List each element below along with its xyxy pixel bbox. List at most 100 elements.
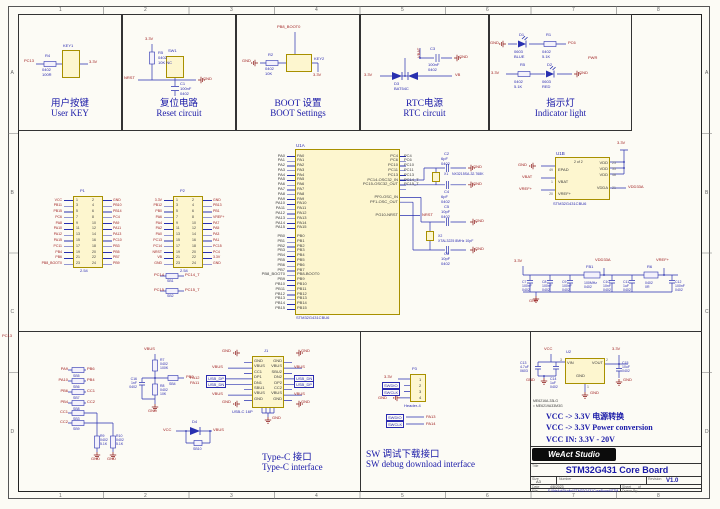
component-refdes: R5 xyxy=(158,50,164,55)
power-label: VBUS xyxy=(213,426,224,432)
power-label: VBUS xyxy=(212,390,223,396)
mcu-osc-pins: PF0-OSC_IN PF1-OSC_OUT xyxy=(369,194,398,204)
component-value: 0402 5.1K xyxy=(542,49,551,59)
block-caption-en: RTC circuit xyxy=(403,108,446,118)
grid-ref: 7 xyxy=(572,6,575,13)
component-value: 2.54 xyxy=(80,268,88,273)
grid-ref: B xyxy=(705,190,709,196)
block-caption-en: Reset circuit xyxy=(156,108,202,118)
gnd-label: GND xyxy=(473,164,482,169)
grid-ref: 6 xyxy=(486,493,489,499)
component-value: C12 100nF 0402 xyxy=(675,280,685,293)
component-refdes: C3 xyxy=(430,46,436,51)
mcu-right-nets: PC4 PC6 PC10 PC11 PC13 PC14_T PC15_T xyxy=(404,152,419,187)
component-refdes: D4 xyxy=(192,419,198,424)
pin-numbers: 2 4 6 8 10 12 14 16 18 20 22 24 xyxy=(92,197,96,266)
gnd-label: GND xyxy=(107,456,116,461)
power-label: VBUS xyxy=(212,363,223,369)
component-value: 0402 5.1K xyxy=(514,79,523,89)
sw1-button-body xyxy=(166,56,184,78)
grid-ref: D xyxy=(705,429,709,435)
component-refdes: C2 xyxy=(444,151,450,156)
brand-name: WeAct Studio xyxy=(548,450,600,459)
component-refdes: SB9 xyxy=(73,426,80,431)
net-label: PC6 xyxy=(568,40,576,45)
grid-ref: 3 xyxy=(230,6,233,13)
component-value: C13 4.7uF 0603 xyxy=(520,361,529,374)
pin-numbers: 49 1 20 xyxy=(549,168,553,196)
revision: V1.0 xyxy=(666,478,679,484)
gnd-label: GND xyxy=(473,181,482,186)
block-reset-frame xyxy=(122,14,236,131)
net-label: PA13 xyxy=(426,413,436,419)
component-value: 0402 0R xyxy=(645,281,653,290)
net-label: VDD33A xyxy=(595,257,611,262)
block-user-key-frame xyxy=(18,14,122,131)
p1-pin-stubs xyxy=(64,199,73,269)
pin-numbers: 1 3 5 7 9 11 13 15 17 19 21 23 xyxy=(176,197,180,266)
net-label: PB6 xyxy=(87,366,95,371)
net-label: PA14 xyxy=(426,420,436,426)
component-refdes: C4 xyxy=(444,189,450,194)
power-label: VBUS xyxy=(144,346,155,351)
port-label: SWCLK xyxy=(382,388,401,396)
pin-label: VOUT xyxy=(591,360,603,365)
power-label: 3.3V xyxy=(514,258,523,263)
tb-line xyxy=(530,463,702,464)
net-label: PB4 xyxy=(60,399,68,404)
component-value: R10 0402 5.1K xyxy=(116,434,124,447)
component-value: R7 0402 100K xyxy=(160,358,169,371)
component-value: 0603 RED xyxy=(542,79,551,89)
block-rtc-frame xyxy=(360,14,489,131)
component-refdes: SB7 xyxy=(73,395,80,400)
divider xyxy=(360,331,361,492)
component-refdes: D3 xyxy=(394,81,400,86)
sheet-outer-border xyxy=(8,6,710,499)
net-label: PC14_T xyxy=(185,271,200,277)
pin-label: VIN xyxy=(567,360,574,365)
net-label: PB4 xyxy=(87,377,95,382)
mcu-left-nets-pa: PA0 PA1 PA2 PA3 PA4 PA5 PA6 PA7 PA8 PA9 … xyxy=(275,152,286,230)
component-value: C14 1uF 0402 xyxy=(550,377,558,390)
pin-labels: EPAD VBAT VREF+ xyxy=(558,166,572,196)
component-refdes: C1 xyxy=(180,81,186,86)
component-refdes: SB4 xyxy=(169,381,176,386)
p2-pin-stubs xyxy=(164,199,173,269)
gnd-label: GND xyxy=(222,348,231,353)
net-label: PC15_T xyxy=(185,286,200,292)
gnd-label: GND xyxy=(459,54,468,59)
pin-labels: GND PB10 PB14 PC4 PA9 PA11 PA13 PC10 PB3… xyxy=(113,197,122,266)
component-value: BAT54C xyxy=(394,86,409,91)
pin-labels: GND VBUS SBU2 DN2 DP2 CC2 VBUS GND xyxy=(271,358,282,401)
component-part: ME6216A-33LG xyxy=(533,399,559,403)
component-part: STM32G431CBU6 xyxy=(553,200,587,206)
grid-ref: 5 xyxy=(401,493,404,499)
component-value: C15 10uF 0402 xyxy=(622,361,630,374)
power-note: VCC -> 3.3V 电源转换 xyxy=(546,412,625,421)
power-label: VBUS xyxy=(294,390,305,396)
power-label: 3.3V xyxy=(145,36,154,41)
grid-ref: A xyxy=(10,70,14,76)
net-label: CC2 xyxy=(87,399,96,404)
net-label: NRST xyxy=(124,75,135,80)
mcu-pin-stubs xyxy=(287,236,295,314)
component-value: 100nF 0402 xyxy=(180,86,192,96)
p1-header-body xyxy=(73,196,103,268)
gnd-label: GND xyxy=(301,348,310,353)
gnd-label: GND xyxy=(91,456,100,461)
net-label: VDD33A xyxy=(628,183,644,189)
net-label: PB8_BOOT0 xyxy=(277,24,301,29)
gnd-label: GND xyxy=(526,377,535,382)
grid-ref: 2 xyxy=(144,6,147,13)
grid-ref: D xyxy=(10,429,15,435)
net-label: PA10 xyxy=(58,377,69,382)
component-refdes: R6 xyxy=(647,264,653,269)
tb-line xyxy=(530,476,702,477)
mcu-pin-stubs xyxy=(287,155,295,233)
gnd-label: GND xyxy=(518,162,527,167)
tb-line xyxy=(620,484,621,492)
grid-ref: 8 xyxy=(657,493,660,499)
gnd-label: GND xyxy=(222,399,231,404)
